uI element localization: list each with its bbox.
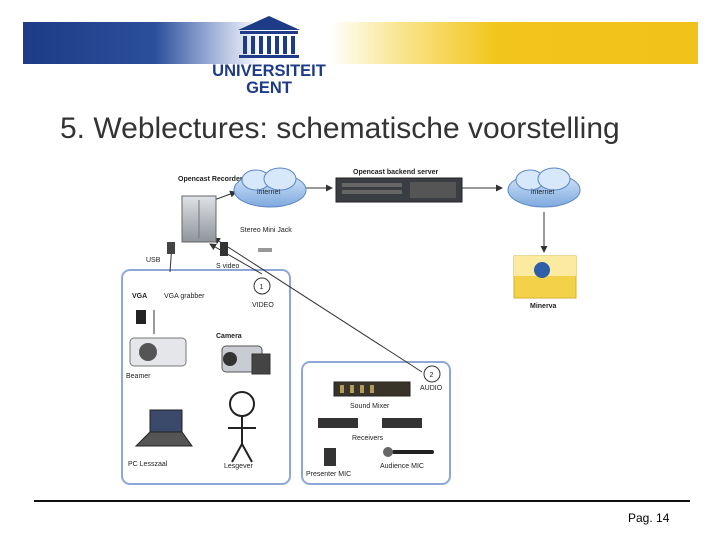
logo-text-universiteit: UNIVERSITEIT xyxy=(212,62,326,80)
audio-number-badge xyxy=(423,365,441,383)
vga-grabber-label: VGA grabber xyxy=(164,293,205,300)
recorder-label: Opencast Recorder xyxy=(178,176,243,183)
link-video xyxy=(209,243,263,275)
vga-label: VGA xyxy=(132,293,147,300)
internet-label-1: internet xyxy=(257,189,280,196)
usb-plug-icon xyxy=(167,242,175,254)
lecturer-figure-icon xyxy=(228,391,256,463)
beamer-label: Beamer xyxy=(126,373,151,380)
audio-group-box xyxy=(301,361,451,485)
lesgever-label: Lesgever xyxy=(224,463,253,470)
video-number: 1 xyxy=(260,284,264,291)
vga-connector-icon xyxy=(136,310,146,324)
slide-title: 5. Weblectures: schematische voorstellin… xyxy=(60,112,620,145)
internet-cloud-icon-1 xyxy=(233,167,307,208)
handheld-mic-icon xyxy=(383,447,434,457)
stereo-jack-label: Stereo Mini Jack xyxy=(240,227,292,234)
internet-label-2: internet xyxy=(531,189,554,196)
sound-mixer-icon xyxy=(333,381,411,397)
audio-number: 2 xyxy=(430,372,434,379)
video-group-box xyxy=(121,269,291,485)
receivers-icon xyxy=(318,418,422,428)
usb-label: USB xyxy=(146,257,161,264)
footer-divider xyxy=(34,500,690,502)
video-label: VIDEO xyxy=(252,302,274,309)
minerva-label: Minerva xyxy=(530,303,557,310)
jack-cable-icon xyxy=(258,248,272,252)
pc-label: PC Lesszaal xyxy=(128,461,168,468)
beamer-icon xyxy=(129,337,187,367)
weblecture-diagram: Opencast Recorder USB S video Stereo Min… xyxy=(121,167,581,485)
recorder-device-icon xyxy=(181,195,217,243)
link-audio xyxy=(213,237,423,373)
receivers-label: Receivers xyxy=(352,435,384,442)
header-band-yellow xyxy=(330,22,698,64)
university-logo: UNIVERSITEIT GENT xyxy=(212,16,326,97)
presenter-mic-label: Presenter MIC xyxy=(306,471,351,478)
sound-mixer-label: Sound Mixer xyxy=(350,403,390,410)
audience-mic-label: Audience MIC xyxy=(380,463,424,470)
building-icon xyxy=(238,16,300,58)
link-recorder-internet xyxy=(213,190,237,201)
camera-label: Camera xyxy=(216,333,242,340)
server-icon xyxy=(335,177,463,203)
page-number: Pag. 14 xyxy=(628,511,670,525)
svideo-plug-icon xyxy=(220,242,228,256)
minerva-logo-icon xyxy=(513,255,577,299)
audio-label: AUDIO xyxy=(420,385,443,392)
internet-cloud-icon-2 xyxy=(507,167,581,208)
backend-label: Opencast backend server xyxy=(353,169,438,176)
camera-icon xyxy=(221,345,271,375)
header-band-blue xyxy=(23,22,263,64)
laptop-icon xyxy=(134,409,193,447)
video-number-badge xyxy=(253,277,271,295)
svideo-label: S video xyxy=(216,263,239,270)
logo-text-gent: GENT xyxy=(246,79,292,97)
bodypack-transmitter-icon xyxy=(324,448,336,466)
